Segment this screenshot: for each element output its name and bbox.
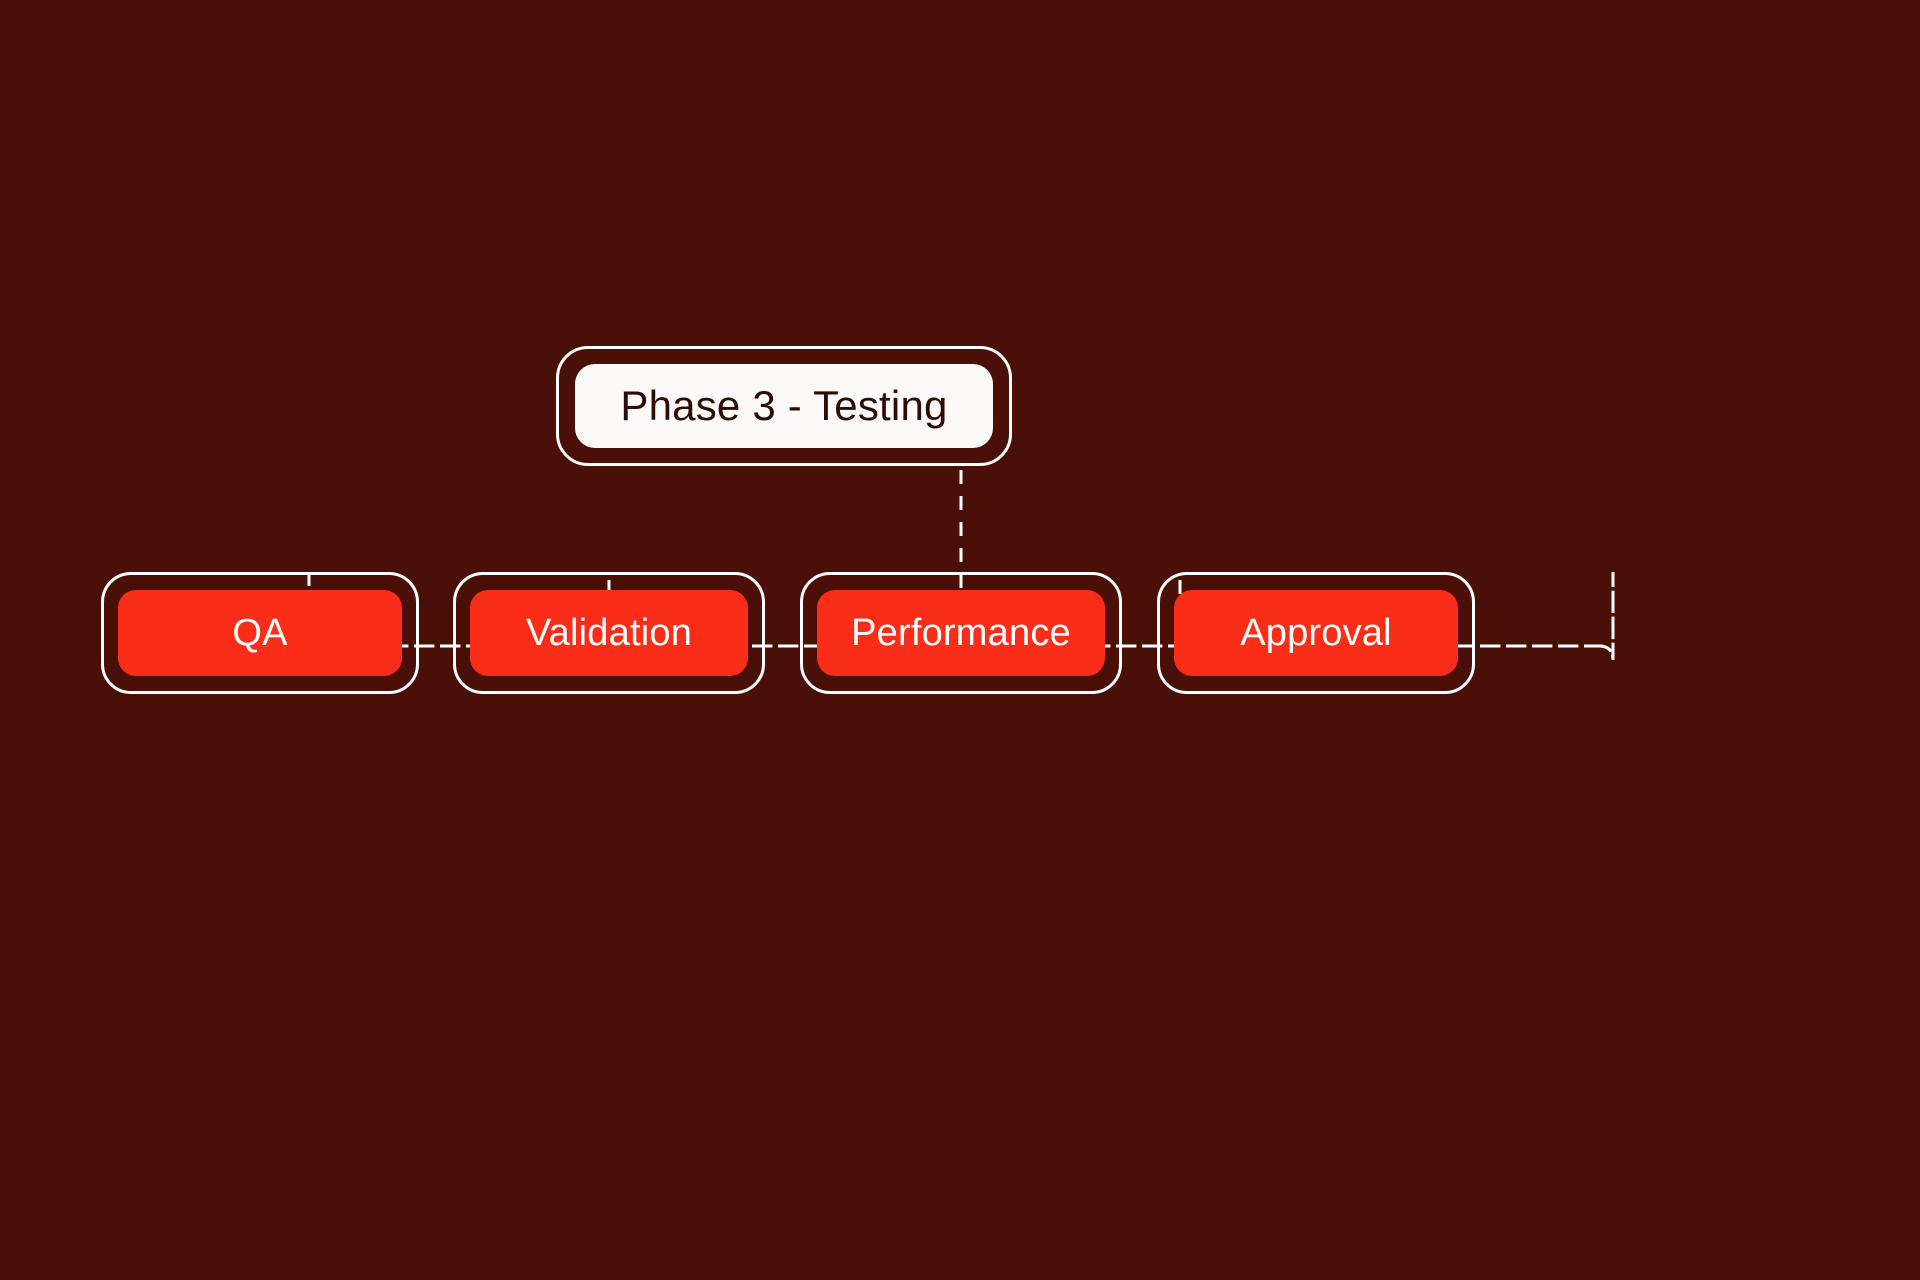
node-approval-label: Approval xyxy=(1174,590,1458,676)
node-root-label: Phase 3 - Testing xyxy=(575,364,993,448)
node-performance-label: Performance xyxy=(817,590,1105,676)
node-performance[interactable]: Performance xyxy=(800,572,1122,694)
node-validation[interactable]: Validation xyxy=(453,572,765,694)
node-validation-label: Validation xyxy=(470,590,748,676)
node-root[interactable]: Phase 3 - Testing xyxy=(556,346,1012,466)
node-qa-label: QA xyxy=(118,590,402,676)
connector-branch-approval xyxy=(1598,572,1615,661)
node-qa[interactable]: QA xyxy=(101,572,419,694)
node-approval[interactable]: Approval xyxy=(1157,572,1475,694)
